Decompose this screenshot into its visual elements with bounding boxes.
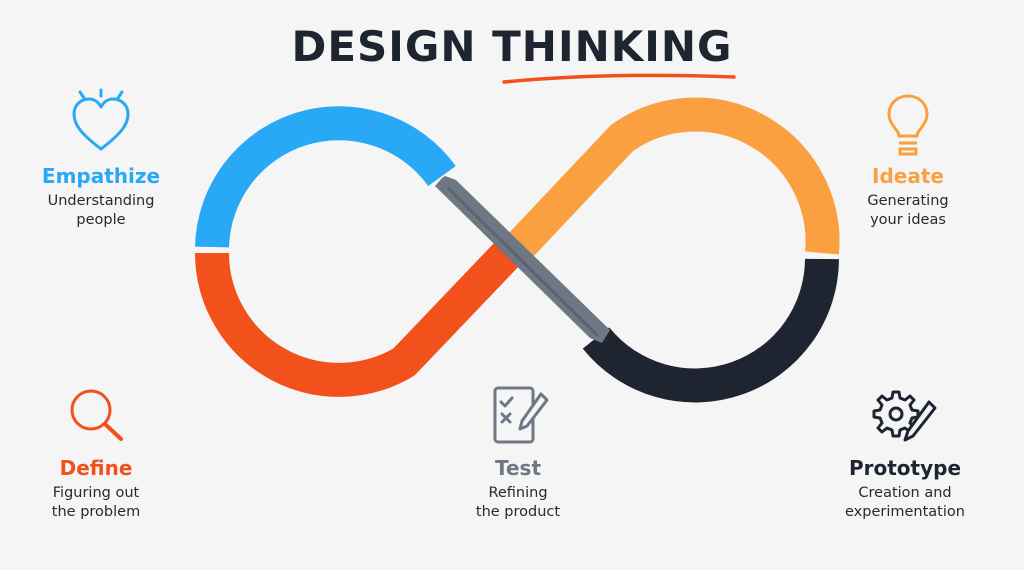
magnifier-icon bbox=[70, 389, 123, 441]
define-desc-line2: the problem bbox=[51, 504, 141, 520]
checklist-pencil-icon bbox=[493, 386, 549, 444]
define-title: Define bbox=[59, 456, 133, 480]
empathize-description: Understanding people bbox=[30, 192, 172, 230]
test-desc-line2: the product bbox=[475, 504, 561, 520]
ideate-description: Generating your ideas bbox=[836, 192, 980, 230]
stage-ideate: Ideate Generating your ideas bbox=[836, 92, 980, 230]
stage-test: Test Refining the product bbox=[448, 384, 588, 522]
lightbulb-icon bbox=[887, 94, 929, 156]
heart-icon bbox=[72, 88, 130, 151]
stage-define: Define Figuring out the problem bbox=[28, 384, 164, 522]
title-underline bbox=[502, 73, 736, 84]
define-segment bbox=[195, 241, 521, 397]
stage-prototype: Prototype Creation and experimentation bbox=[830, 384, 980, 522]
empathize-desc-line2: people bbox=[76, 212, 126, 228]
empathize-title: Empathize bbox=[41, 164, 161, 188]
empathize-desc-line1: Understanding bbox=[47, 193, 155, 209]
prototype-title: Prototype bbox=[848, 456, 962, 480]
prototype-desc-line1: Creation and bbox=[858, 485, 952, 501]
prototype-segment bbox=[582, 258, 839, 403]
test-description: Refining the product bbox=[448, 484, 588, 522]
prototype-description: Creation and experimentation bbox=[830, 484, 980, 522]
test-desc-line1: Refining bbox=[488, 485, 548, 501]
define-description: Figuring out the problem bbox=[28, 484, 164, 522]
define-desc-line1: Figuring out bbox=[52, 485, 140, 501]
test-title: Test bbox=[494, 456, 541, 480]
empathize-segment bbox=[195, 106, 456, 248]
page-title: DESIGN THINKING bbox=[291, 22, 733, 71]
stage-empathize: Empathize Understanding people bbox=[30, 88, 172, 230]
prototype-desc-line2: experimentation bbox=[845, 504, 965, 520]
ideate-segment bbox=[507, 97, 840, 258]
ideate-title: Ideate bbox=[872, 164, 944, 188]
ideate-desc-line1: Generating bbox=[867, 193, 949, 209]
gear-pencil-icon bbox=[872, 390, 937, 442]
ideate-desc-line2: your ideas bbox=[870, 212, 946, 228]
